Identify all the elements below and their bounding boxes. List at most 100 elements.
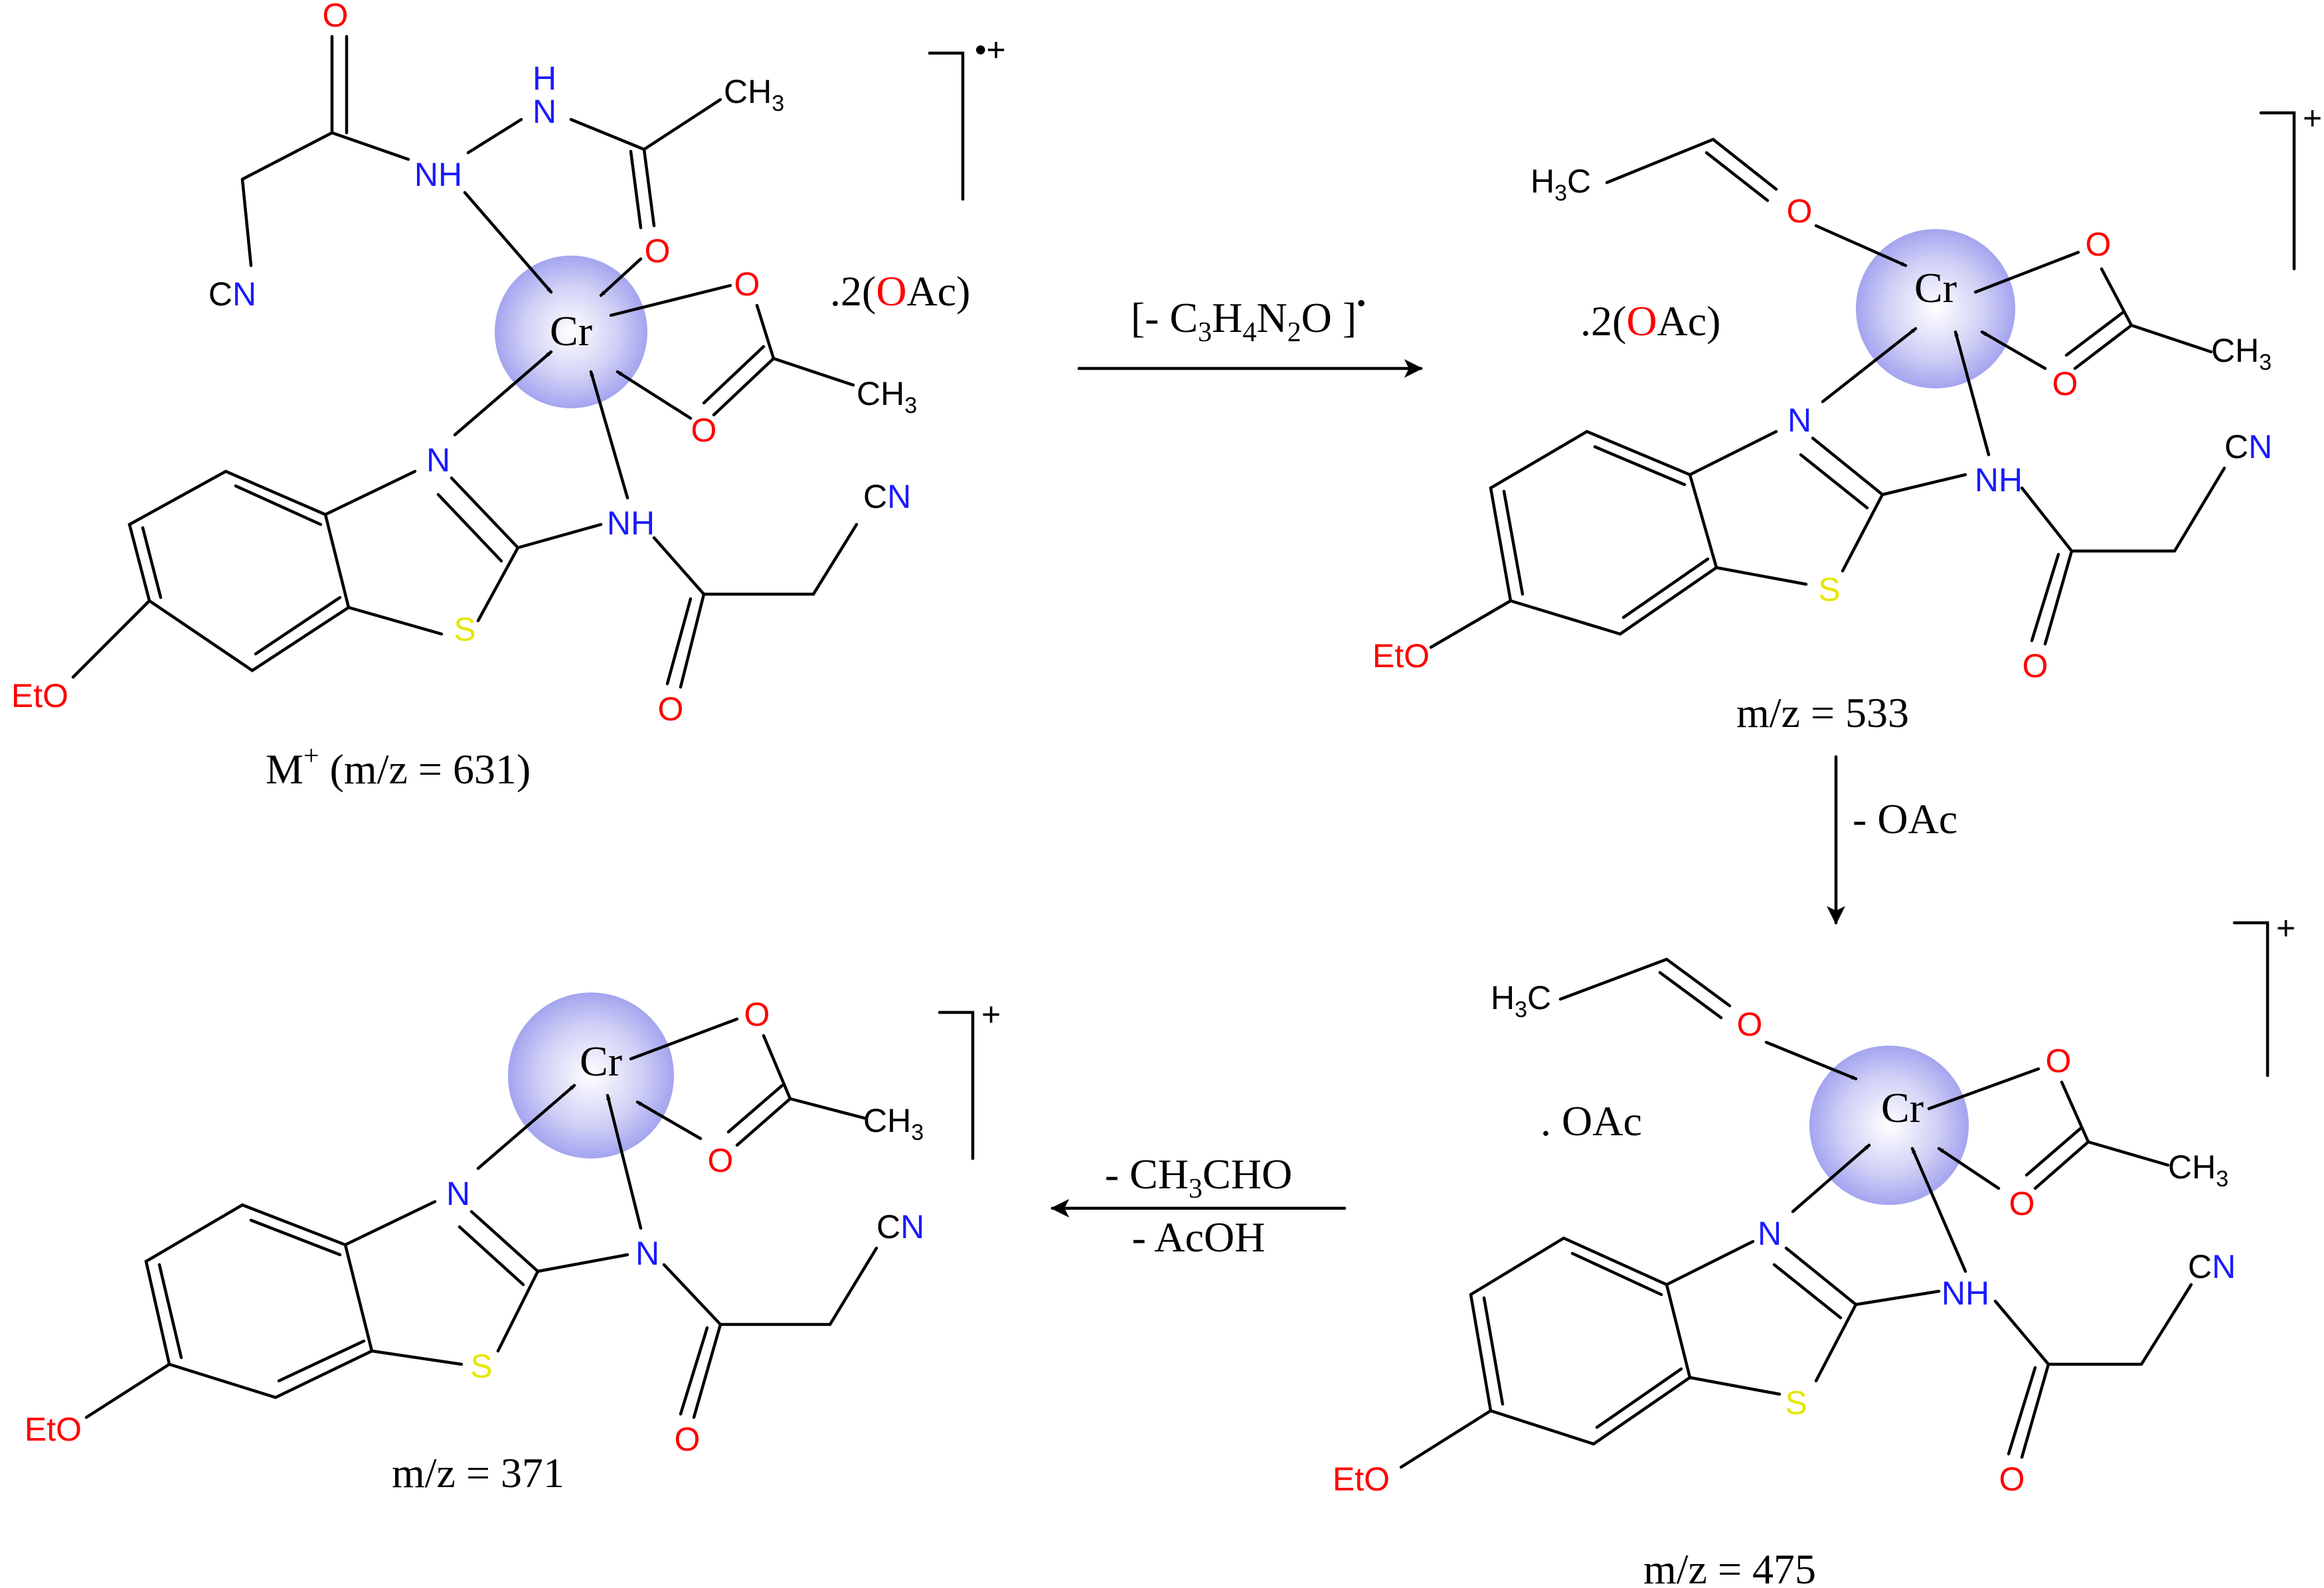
atom-o: O (323, 0, 349, 34)
atom-n: N (426, 441, 450, 479)
counter-ion: .2(OAc) (1580, 297, 1720, 345)
coord-arrow (1953, 330, 1991, 457)
bond (762, 1034, 792, 1101)
bond (496, 1269, 540, 1353)
step-3-loss-2: - AcOH (1132, 1214, 1266, 1261)
structure-label: M+ (m/z = 631) (266, 741, 531, 793)
bond (2020, 486, 2074, 553)
bond (2139, 1283, 2193, 1366)
structure-label: m/z = 533 (1736, 689, 1909, 736)
benzene-double-bond (277, 1339, 366, 1383)
atom-o: O (1999, 1461, 2025, 1498)
bond (788, 1097, 869, 1121)
benzene-double-bond (141, 526, 163, 599)
bond-double (1704, 151, 1770, 202)
bond (240, 177, 253, 268)
atom-o: O (708, 1142, 734, 1179)
atom-ch3: CH3 (2168, 1149, 2228, 1192)
bond (2173, 466, 2226, 553)
bond (71, 599, 151, 679)
bond (370, 1349, 463, 1366)
step-2-loss: - OAc (1853, 795, 1957, 842)
benzene-double-bond (1482, 1296, 1505, 1406)
atom-nh: NH (607, 505, 655, 542)
bond (466, 118, 523, 155)
bond (755, 303, 776, 360)
bond (642, 147, 656, 228)
bond (516, 522, 603, 550)
bond-double (2064, 310, 2125, 357)
atom-cn-c: CN (208, 276, 256, 313)
bond (1429, 599, 1513, 649)
bond (772, 357, 855, 387)
benzene-double-bond (1621, 557, 1710, 619)
coord-arrow (589, 370, 629, 500)
bond (240, 131, 334, 181)
bond-double (1799, 453, 1869, 510)
atom-o: O (2023, 647, 2048, 684)
atom-n: N (1758, 1215, 1782, 1252)
benzene-double-bond (234, 484, 323, 526)
bond (2073, 323, 2133, 370)
atom-n: N (533, 93, 556, 130)
bond (1605, 137, 1715, 185)
atom-cr: Cr (1914, 264, 1957, 311)
atom-o: O (691, 412, 717, 449)
step-3-loss-1: - CH3CHO (1105, 1151, 1292, 1204)
bond (629, 1017, 739, 1061)
atom-nh: NH (1975, 461, 2023, 499)
bond-double (702, 345, 766, 405)
benzene-double-bond (249, 1218, 342, 1257)
bond (1714, 566, 1808, 586)
bond (1665, 957, 1732, 1008)
atom-n: N (1787, 402, 1811, 439)
bond (1665, 1239, 1755, 1287)
atom-n: N (635, 1235, 659, 1272)
atom-cr: Cr (1881, 1084, 1924, 1131)
coord-arrow (635, 1100, 703, 1141)
atom-cn-c: CN (876, 1208, 924, 1245)
atom-s: S (454, 611, 475, 648)
bond (811, 522, 859, 596)
benzene-double-bond (1502, 489, 1525, 596)
charge-label: + (981, 996, 1001, 1033)
coord-arrow (1791, 1143, 1871, 1214)
bond (476, 546, 520, 623)
bond-double (1658, 971, 1723, 1020)
bond (828, 1246, 878, 1326)
bond (569, 118, 646, 151)
step-1-loss: [- C3H4N2O ]• (1131, 288, 1366, 348)
cr-halo (495, 256, 647, 408)
atom-ch3: CH3 (724, 73, 784, 116)
bond-double (726, 1083, 784, 1134)
bond (1854, 1289, 1941, 1307)
bond (330, 131, 410, 161)
bond (1841, 493, 1884, 573)
bond-double (436, 493, 503, 563)
charge-label: •+ (975, 31, 1006, 68)
atom-o: O (658, 690, 684, 728)
atom-o: O (1737, 1006, 1763, 1043)
coord-arrow (453, 350, 553, 437)
charge-bracket (2232, 921, 2270, 1077)
bond-double (2030, 552, 2060, 643)
structure-label: m/z = 475 (1643, 1546, 1816, 1588)
atom-ch3: CH3 (857, 375, 917, 418)
atom-h3c: H3C (1531, 163, 1591, 206)
bond-double (679, 1326, 709, 1416)
bond (692, 1322, 722, 1419)
bond (609, 283, 732, 317)
bond (1399, 1409, 1493, 1469)
atom-o: O (744, 996, 770, 1033)
bond (712, 357, 776, 417)
atom-h: H (533, 60, 556, 97)
structure-m631: •+ Cr N NH S O CN EtO O NH H N CH3 O CN … (11, 0, 1006, 793)
atom-ch3: CH3 (863, 1102, 924, 1145)
bond (642, 98, 722, 151)
bond (2086, 1140, 2170, 1167)
atom-o: O (2009, 1185, 2035, 1222)
bond (662, 1263, 722, 1326)
bond (84, 1362, 171, 1419)
bond (1880, 473, 1967, 497)
